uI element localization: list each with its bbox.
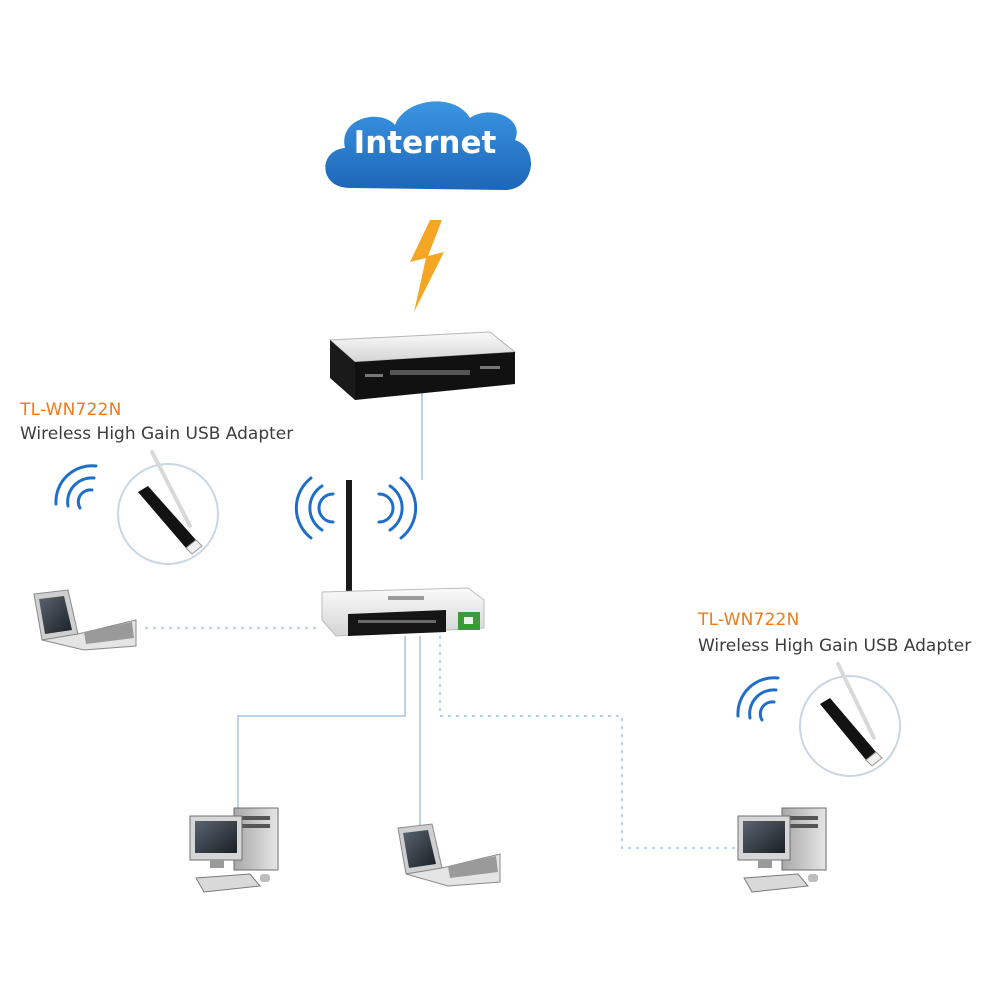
wireless-router-icon	[321, 480, 485, 637]
router-desktop-left-link	[237, 636, 406, 815]
laptop-icon	[397, 823, 501, 887]
connection-links	[145, 392, 735, 849]
lightning-bolt-icon	[410, 220, 444, 312]
usb-adapter-icon	[117, 450, 219, 565]
wifi-waves-icon	[54, 464, 98, 510]
adapter-right-description-label: Wireless High Gain USB Adapter	[698, 636, 972, 656]
internet-label: Internet	[353, 125, 497, 161]
wifi-waves-icon	[736, 676, 780, 722]
adapter-right-model-label: TL-WN722N	[698, 610, 800, 630]
desktop-computer-icon	[737, 807, 827, 893]
wifi-waves-icon	[294, 476, 418, 540]
desktop-computer-icon	[189, 807, 279, 893]
usb-adapter-icon	[799, 662, 901, 777]
laptop-icon	[33, 589, 137, 651]
adapter-left-description-label: Wireless High Gain USB Adapter	[20, 424, 294, 444]
adapter-left-model-label: TL-WN722N	[20, 400, 122, 420]
modem-icon	[328, 331, 517, 400]
cloud-icon	[325, 101, 532, 190]
router-desktop-right-wireless-link	[439, 636, 735, 849]
